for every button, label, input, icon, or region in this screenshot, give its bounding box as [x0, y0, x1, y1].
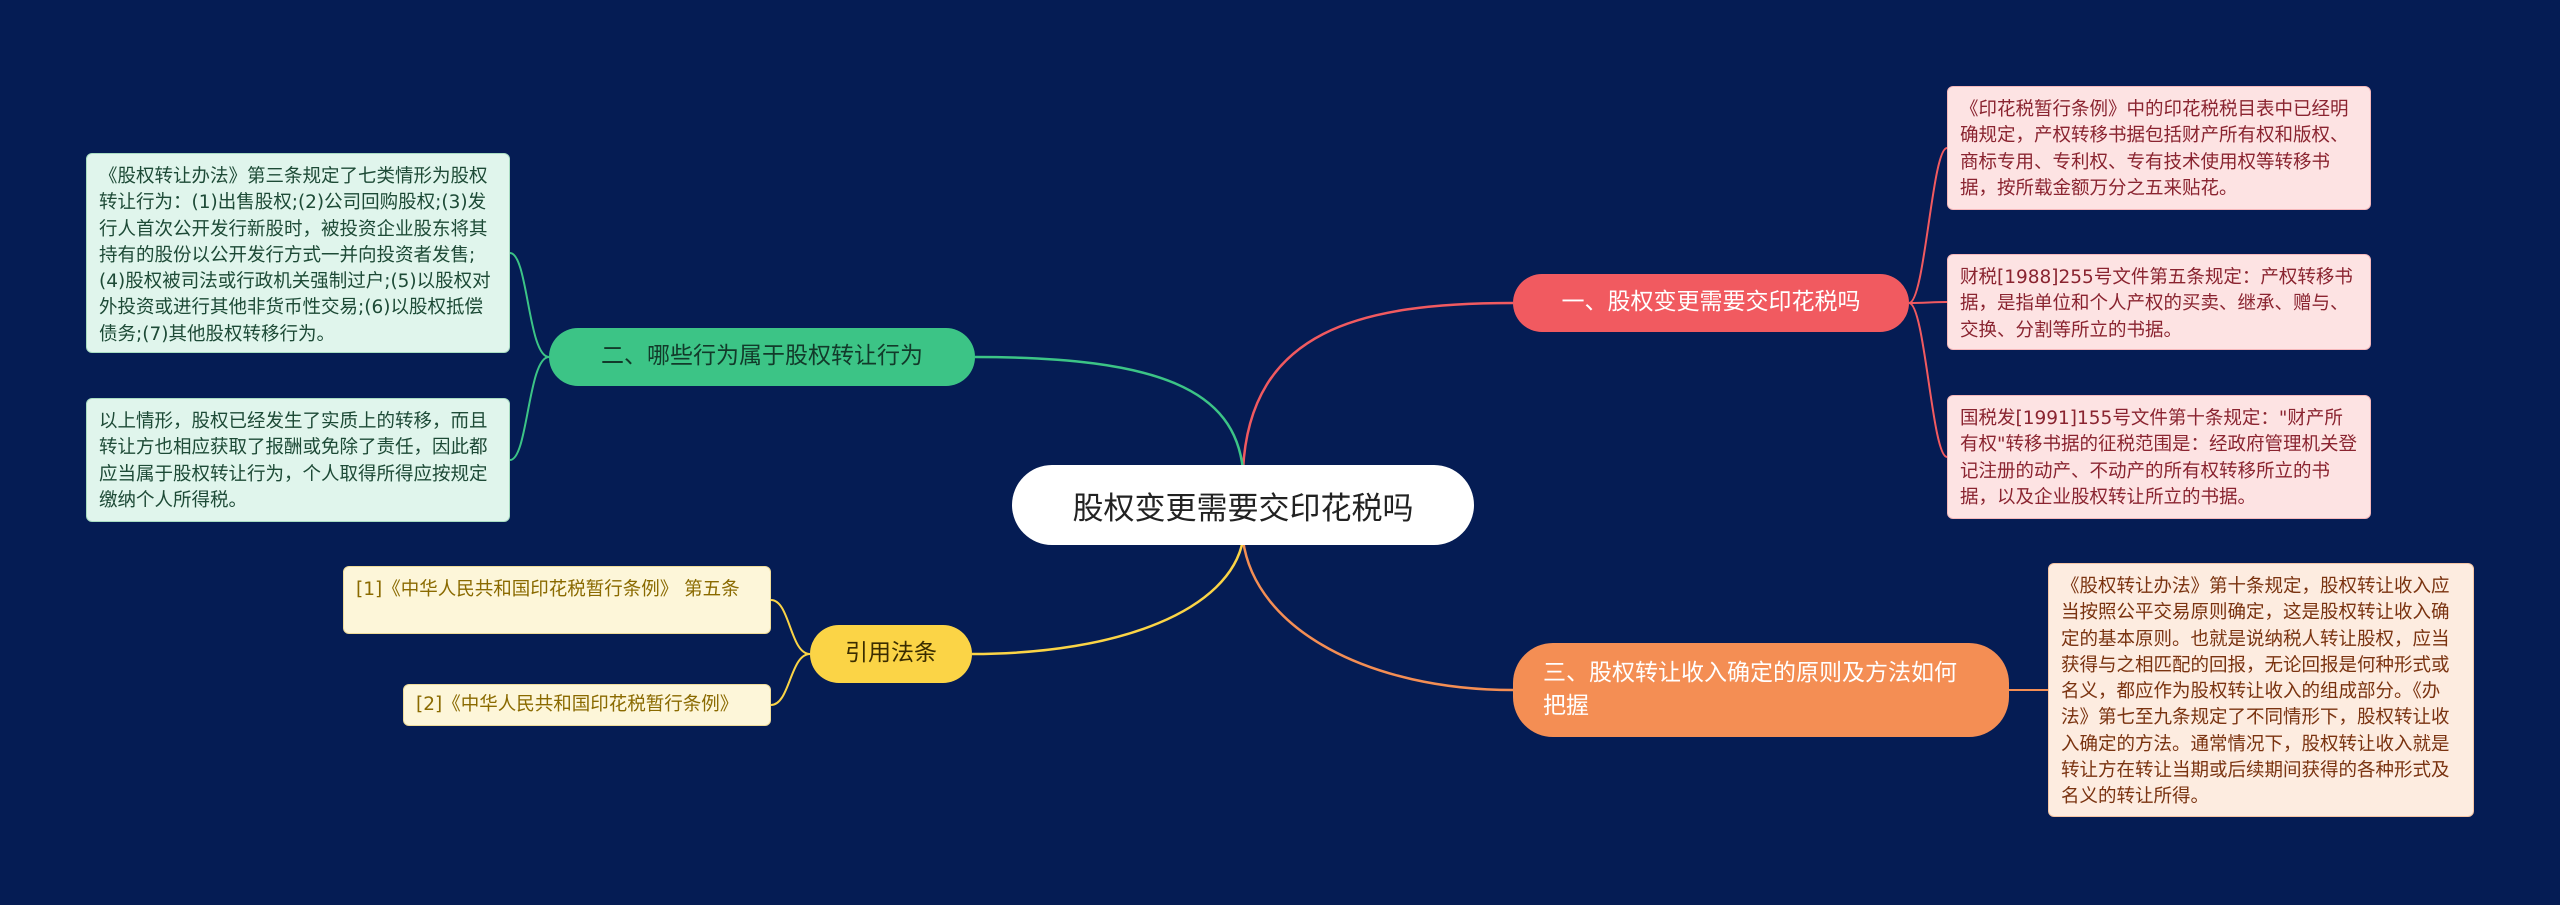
branch-cited-laws[interactable]: 引用法条	[810, 625, 972, 683]
link-b1-leaf3	[1908, 302, 1948, 458]
leaf-guoshuifa-1991-155[interactable]: 国税发[1991]155号文件第十条规定："财产所有权"转移书据的征税范围是：经…	[1947, 395, 2371, 519]
link-center-b2	[974, 355, 1245, 471]
link-b1-leaf1	[1908, 147, 1948, 304]
link-ref-leaf1	[770, 599, 811, 655]
link-b1-leaf2	[1908, 301, 1948, 304]
link-center-b1	[1241, 301, 1514, 471]
leaf-reference-1[interactable]: [1]《中华人民共和国印花税暂行条例》 第五条	[343, 566, 771, 634]
leaf-reference-2[interactable]: [2]《中华人民共和国印花税暂行条例》	[403, 684, 771, 726]
leaf-fair-trade-principle[interactable]: 《股权转让办法》第十条规定，股权转让收入应当按照公平交易原则确定，这是股权转让收…	[2048, 563, 2474, 817]
central-topic[interactable]: 股权变更需要交印花税吗	[1012, 465, 1474, 545]
link-b2-leaf1	[509, 252, 550, 358]
link-ref-leaf2	[770, 653, 811, 706]
link-center-b3	[1241, 539, 1514, 692]
branch-equity-transfer-behaviors[interactable]: 二、哪些行为属于股权转让行为	[549, 328, 975, 386]
link-b2-leaf2	[509, 356, 550, 461]
branch-transfer-income-principles[interactable]: 三、股权转让收入确定的原则及方法如何把握	[1513, 643, 2009, 737]
branch-stamp-tax-required[interactable]: 一、股权变更需要交印花税吗	[1513, 274, 1909, 332]
leaf-stamp-tax-regulation[interactable]: 《印花税暂行条例》中的印花税税目表中已经明确规定，产权转移书据包括财产所有权和版…	[1947, 86, 2371, 210]
leaf-personal-income-tax-note[interactable]: 以上情形，股权已经发生了实质上的转移，而且转让方也相应获取了报酬或免除了责任，因…	[86, 398, 510, 522]
leaf-seven-transfer-cases[interactable]: 《股权转让办法》第三条规定了七类情形为股权转让行为：(1)出售股权;(2)公司回…	[86, 153, 510, 353]
leaf-caishui-1988-255[interactable]: 财税[1988]255号文件第五条规定：产权转移书据，是指单位和个人产权的买卖、…	[1947, 254, 2371, 350]
link-center-ref	[971, 539, 1245, 656]
